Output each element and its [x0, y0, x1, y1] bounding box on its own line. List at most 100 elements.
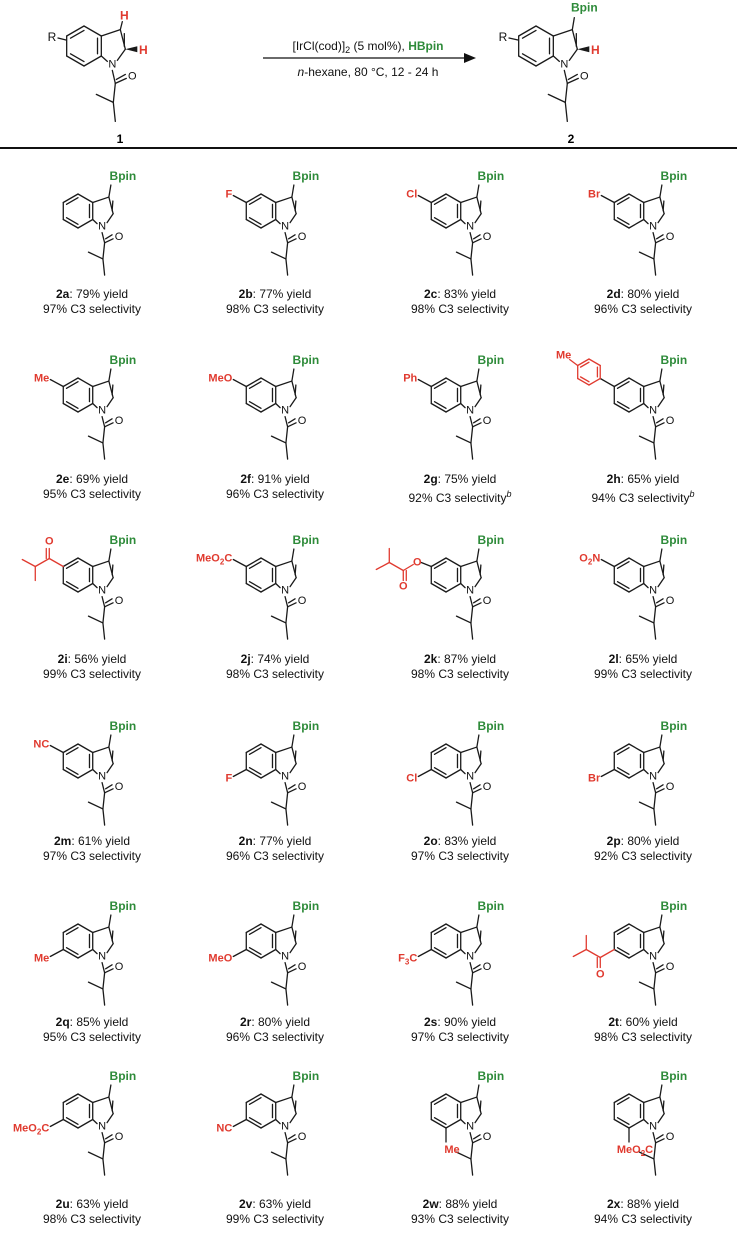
pyrrole-bond [289, 577, 297, 588]
reagents-hbpin: HBpin [408, 39, 443, 53]
compound-id: 2x [606, 1197, 621, 1211]
carbonyl-bond [103, 968, 114, 974]
yield-value: : 60% yield [618, 1015, 678, 1029]
selectivity-line: 95% C3 selectivity [42, 487, 142, 501]
nitrogen-atom: N [649, 585, 657, 597]
c-b-bond [108, 184, 112, 198]
isopropyl-bond [638, 435, 655, 444]
isopropyl-bond [285, 622, 289, 640]
isopropyl-bond [285, 792, 289, 810]
pyrrole-bond [289, 213, 297, 224]
substituent-label: MeO [208, 373, 232, 385]
nitrogen-atom: N [466, 771, 474, 783]
pyrrole-bond [106, 397, 114, 408]
nitrogen-atom: N [98, 221, 106, 233]
yield-line: 2a: 79% yield [0, 287, 184, 302]
ring-double-bond [616, 1116, 630, 1125]
ring-bond [430, 377, 447, 388]
compound-id: 2u [55, 1197, 70, 1211]
bpin-label: Bpin [293, 169, 320, 183]
pyrrole-double-bond [479, 564, 482, 576]
substrate-label: 1 [117, 132, 124, 146]
oxygen-atom: O [298, 961, 307, 973]
carbonyl-bond [286, 602, 297, 608]
h-c2-label: H [591, 43, 600, 57]
pyrrole-double-bond [111, 1100, 114, 1112]
isopropyl-bond [87, 615, 104, 624]
pyrrole-bond [92, 926, 110, 934]
ring-bond [430, 218, 447, 229]
amide-bond [652, 781, 657, 794]
amide-bond [652, 595, 657, 608]
yield-line: 2m: 61% yield [0, 834, 184, 849]
carbonyl-bond [287, 418, 296, 424]
isopropyl-bond [470, 792, 474, 810]
selectivity-line: 92% C3 selectivity [593, 849, 693, 863]
isopropyl-bond [470, 242, 474, 260]
ring-bond [245, 582, 262, 593]
ring-bond [628, 193, 645, 204]
ring-bond [62, 768, 79, 779]
acyl-bond [48, 557, 64, 568]
selectivity-line: 96% C3 selectivity [225, 1030, 325, 1044]
isopropyl-bond [285, 242, 289, 260]
ester-bond [420, 561, 432, 568]
compound-id: 2b [238, 287, 253, 301]
substituent-bond [417, 194, 432, 204]
carbonyl-bond [472, 418, 481, 424]
ring-bond [260, 557, 277, 568]
ring-double-bond [65, 400, 79, 409]
pyrrole-bond [92, 1096, 110, 1104]
ring-double-bond [433, 216, 447, 225]
ring-bond [613, 948, 630, 959]
yield-value: : 75% yield [437, 472, 497, 486]
isopropyl-bond [470, 258, 474, 276]
amide-bond [101, 231, 106, 244]
yield-line: 2c: 83% yield [368, 287, 552, 302]
nitrogen-atom: N [281, 1121, 289, 1133]
carbonyl-bond [654, 422, 665, 428]
substituent-bond [417, 378, 432, 388]
yield-line: 2s: 90% yield [368, 1015, 552, 1030]
substituent-label: Br [588, 773, 601, 785]
carbonyl-bond [567, 73, 578, 81]
substituent-bond [232, 1118, 247, 1128]
substituent-label: MeO [208, 953, 232, 965]
selectivity-line: 99% C3 selectivity [42, 667, 142, 681]
ring-bond [77, 1118, 94, 1129]
isopropyl-bond [572, 948, 587, 958]
carbonyl-bond [654, 1138, 665, 1144]
substituent-label: NC [216, 1123, 232, 1135]
substituent-label: NC [33, 739, 49, 751]
ring-bond [62, 193, 79, 204]
pyrrole-bond [92, 402, 98, 409]
oxygen-atom: O [298, 781, 307, 793]
pyrrole-bond [275, 380, 293, 388]
ring-bond [77, 743, 94, 754]
ring-bond [245, 193, 262, 204]
isopropyl-bond [270, 435, 287, 444]
pyrrole-double-bond [111, 750, 114, 762]
yield-line: 2b: 77% yield [183, 287, 367, 302]
ring-double-bond [248, 1097, 262, 1106]
carbonyl-bond [472, 784, 481, 790]
nitrogen-atom: N [108, 58, 116, 70]
c-b-bond [659, 914, 663, 928]
carbonyl-bond [286, 238, 297, 244]
ring-double-bond [248, 927, 262, 936]
substituent-label: MeO2C [196, 553, 232, 567]
amide-bond [652, 415, 657, 428]
ring-bond [430, 743, 447, 754]
pyrrole-double-bond [662, 750, 665, 762]
c-b-bond [291, 734, 295, 748]
ring-bond [445, 218, 462, 229]
